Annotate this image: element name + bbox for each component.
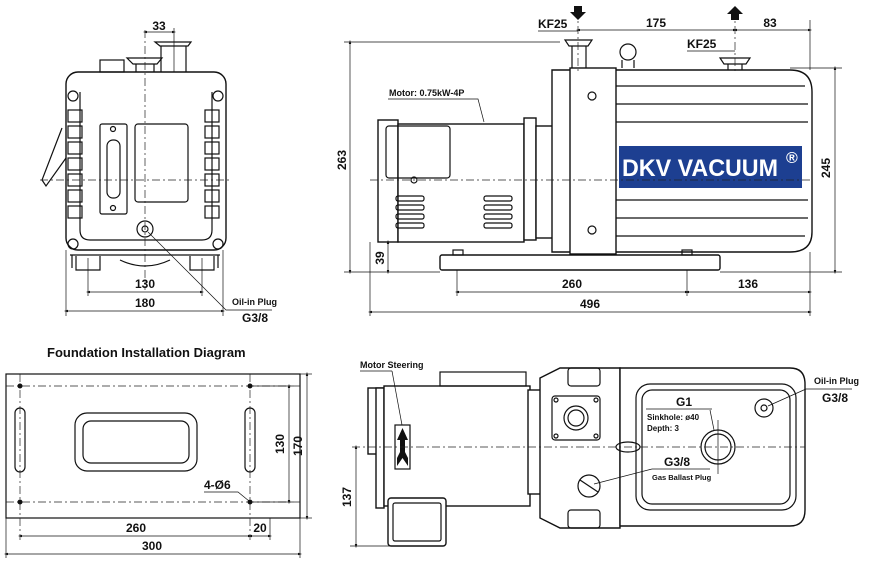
dim-base-height: 39: [373, 251, 387, 265]
oil-plug-thread: G3/8: [242, 311, 268, 325]
holes-label: 4-Ø6: [204, 478, 231, 492]
registered-mark: ®: [786, 150, 798, 167]
foundation-diagram: Foundation Installation Diagram 130 170 …: [3, 345, 312, 558]
inlet-label: KF25: [538, 17, 568, 31]
outlet-port-side: [718, 57, 752, 70]
dim-plate-length: 300: [142, 539, 162, 553]
motor-label: Motor: 0.75kW-4P: [389, 88, 464, 98]
mount-hole: [17, 499, 23, 505]
inlet-arrow-icon: [570, 6, 586, 20]
mount-hole: [17, 383, 23, 389]
dim-port-spacing: 175: [646, 16, 666, 30]
terminal-box-top: [387, 497, 447, 547]
oil-plug: [136, 220, 154, 238]
nameplate-window: [134, 123, 189, 203]
motor-steering-label: Motor Steering: [360, 360, 424, 370]
dim-rear-overhang: 136: [738, 277, 758, 291]
gas-ballast-plug: [577, 474, 601, 498]
dim-total-height: 263: [335, 150, 349, 170]
oil-plug-label: Oil-in Plug: [232, 297, 277, 307]
dim-plate-depth: 170: [291, 436, 305, 456]
front-view: 33 130 180 Oil-in Plug G3/8: [40, 19, 277, 325]
foundation-title: Foundation Installation Diagram: [47, 345, 246, 360]
terminal-box: [385, 125, 451, 179]
dim-hole-spacing-x: 260: [126, 521, 146, 535]
brand-logo-panel: [619, 146, 802, 188]
brand-logo: DKV VACUUM: [622, 155, 778, 182]
body-inner-outline: [79, 92, 213, 241]
inlet-thread: G1: [676, 395, 692, 409]
front-plate: [569, 67, 617, 255]
lifting-eye: [619, 43, 637, 61]
dim-hole-spacing-y: 130: [273, 434, 287, 454]
inlet-flange-top: [551, 395, 601, 441]
motor-leader: [388, 98, 485, 123]
center-cutout: [74, 412, 198, 472]
gas-ballast-label: Gas Ballast Plug: [652, 473, 712, 482]
motor-steering-leader: [391, 370, 403, 426]
base-plate: [439, 254, 721, 271]
oil-sight-glass: [99, 123, 128, 215]
coupling-flange: [523, 117, 537, 241]
inlet-port-side: [563, 39, 594, 68]
holes-leader: [204, 491, 250, 502]
motor-end-cap: [377, 119, 399, 243]
dim-outlet-offset: 33: [152, 19, 166, 33]
dim-body-height: 245: [819, 158, 833, 178]
handle: [41, 127, 67, 188]
cooling-fins-right: [204, 90, 224, 250]
top-view: Motor Steering G1 Sinkhole: ø40 Depth: 3…: [340, 360, 859, 549]
dim-feet-spacing-side: 260: [562, 277, 582, 291]
sinkhole-label: Sinkhole: ø40: [647, 413, 700, 422]
outlet-port-front: [153, 41, 193, 72]
motor-housing-top: [383, 385, 531, 507]
oil-plug-leader-top: [767, 388, 807, 407]
front-plate-top: [539, 367, 621, 529]
oil-plug-label-top: Oil-in Plug: [814, 376, 859, 386]
motor-housing: [397, 123, 525, 243]
body-fins-side: [615, 85, 808, 237]
outlet-arrow-icon: [727, 6, 743, 20]
exhaust-knob: [99, 59, 125, 73]
depth-label: Depth: 3: [647, 424, 680, 433]
inlet-port-front: [125, 57, 164, 72]
cooling-fins-left: [67, 90, 83, 250]
pump-body-top: [619, 367, 806, 527]
dim-total-length: 496: [580, 297, 600, 311]
pump-body-front: [65, 71, 227, 251]
oil-plug-leader: [147, 231, 272, 311]
dim-centerline-height: 137: [340, 487, 354, 507]
oil-in-plug-top: [754, 398, 774, 418]
gas-ballast-thread: G3/8: [664, 455, 690, 469]
dim-outlet-to-end: 83: [763, 16, 777, 30]
dim-width: 180: [135, 296, 155, 310]
outlet-label: KF25: [687, 37, 717, 51]
oil-plug-thread-top: G3/8: [822, 391, 848, 405]
gas-ballast-leader: [593, 468, 653, 485]
dim-edge: 20: [253, 521, 267, 535]
dim-feet-spacing-front: 130: [135, 277, 155, 291]
foundation-plate: [5, 373, 301, 519]
motor-vents: [395, 195, 513, 229]
side-view: DKV VACUUM ® KF25 KF25 175 83 Motor: 0.7…: [335, 6, 842, 316]
